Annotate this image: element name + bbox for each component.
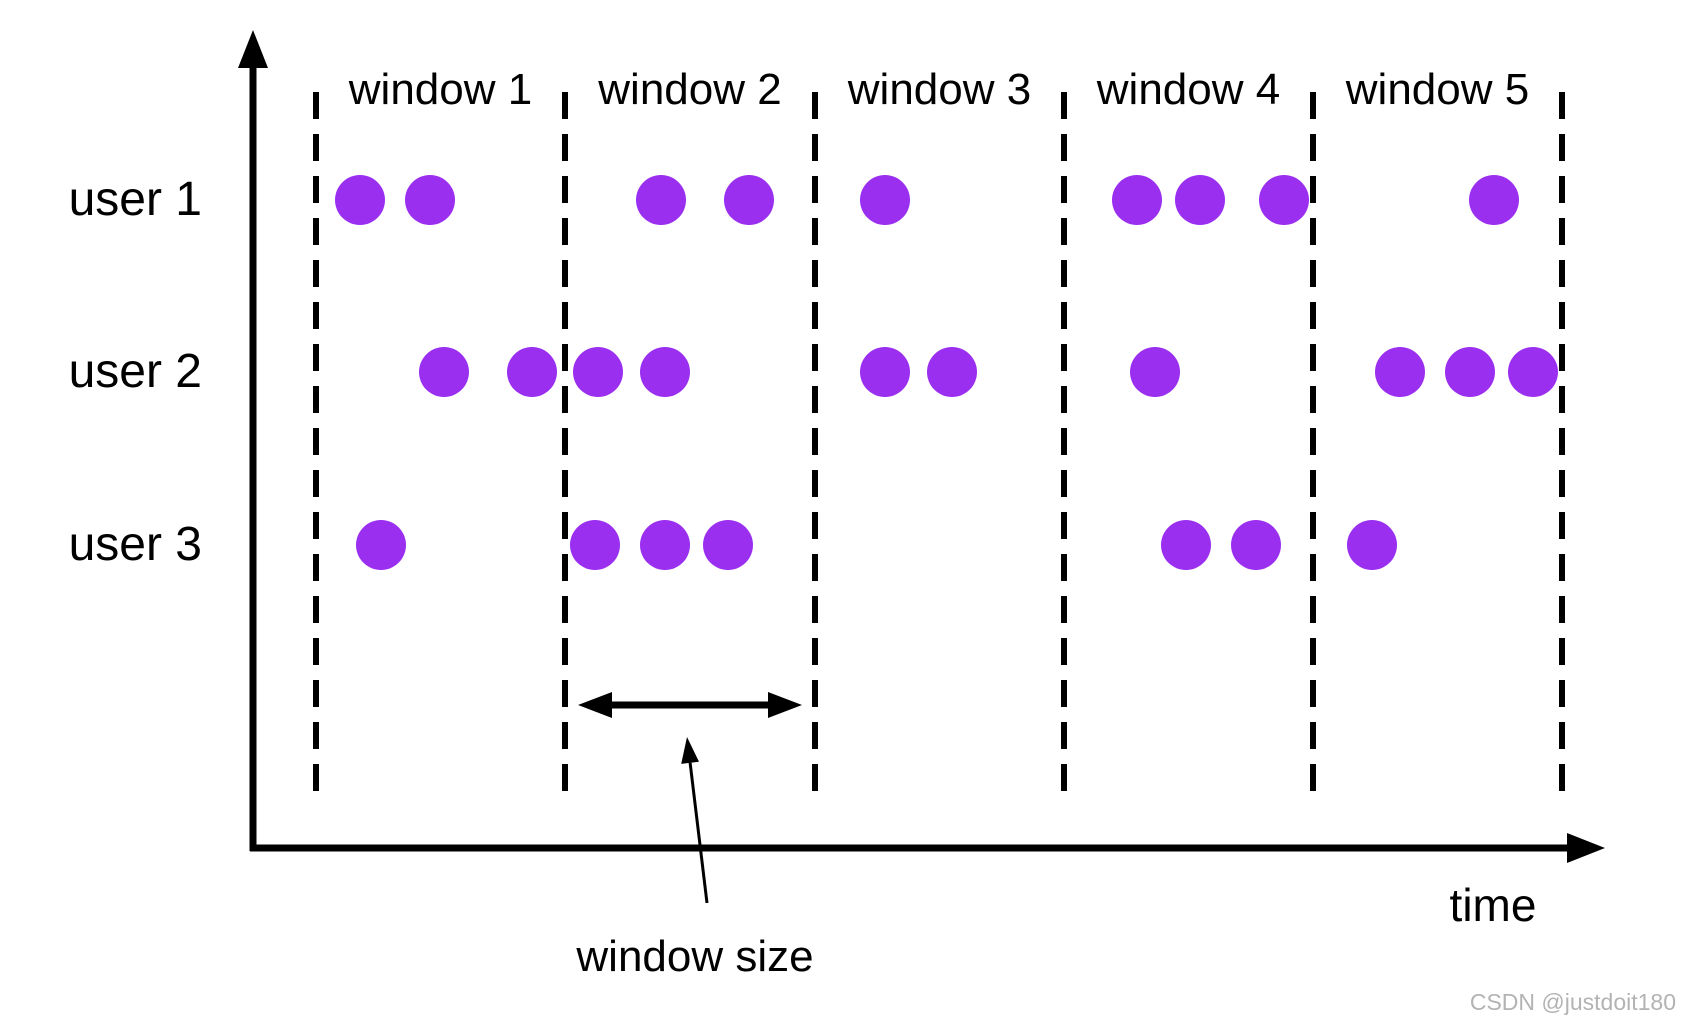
event-dot-user1	[1175, 175, 1225, 225]
y-axis-arrowhead	[238, 30, 268, 68]
event-dot-user2	[419, 347, 469, 397]
window-size-arrowhead-right	[768, 692, 802, 718]
event-dot-user1	[405, 175, 455, 225]
x-axis-arrowhead	[1567, 833, 1605, 863]
event-dot-user3	[1231, 520, 1281, 570]
event-dot-user1	[1112, 175, 1162, 225]
window-label-1: window 1	[348, 65, 533, 114]
x-axis-label: time	[1449, 879, 1537, 931]
event-dot-user3	[1347, 520, 1397, 570]
window-label-3: window 3	[847, 65, 1032, 114]
event-dot-user2	[1375, 347, 1425, 397]
event-dot-user3	[1161, 520, 1211, 570]
event-dot-user1	[1259, 175, 1309, 225]
user-label-2: user 2	[68, 345, 202, 398]
event-dot-user1	[1469, 175, 1519, 225]
window-label-2: window 2	[598, 65, 782, 114]
event-dot-user2	[927, 347, 977, 397]
event-dot-user2	[1508, 347, 1558, 397]
event-dot-user3	[356, 520, 406, 570]
event-dot-user2	[1130, 347, 1180, 397]
event-dot-user2	[507, 347, 557, 397]
user-label-3: user 3	[68, 518, 202, 571]
event-dot-user2	[860, 347, 910, 397]
event-dot-user1	[860, 175, 910, 225]
window-size-label: window size	[576, 932, 814, 981]
pointer-arrow-shaft	[687, 754, 709, 904]
event-dot-user2	[573, 347, 623, 397]
event-dot-user3	[703, 520, 753, 570]
event-dot-user3	[570, 520, 620, 570]
window-label-5: window 5	[1345, 65, 1530, 114]
pointer-arrowhead	[681, 737, 699, 764]
event-dot-user1	[724, 175, 774, 225]
window-size-arrowhead-left	[578, 692, 612, 718]
user-label-1: user 1	[68, 173, 202, 226]
window-label-4: window 4	[1096, 65, 1281, 114]
event-dot-user2	[1445, 347, 1495, 397]
event-dot-user1	[636, 175, 686, 225]
event-dot-user1	[335, 175, 385, 225]
event-dot-user3	[640, 520, 690, 570]
event-dot-user2	[640, 347, 690, 397]
watermark: CSDN @justdoit180	[1469, 989, 1676, 1015]
